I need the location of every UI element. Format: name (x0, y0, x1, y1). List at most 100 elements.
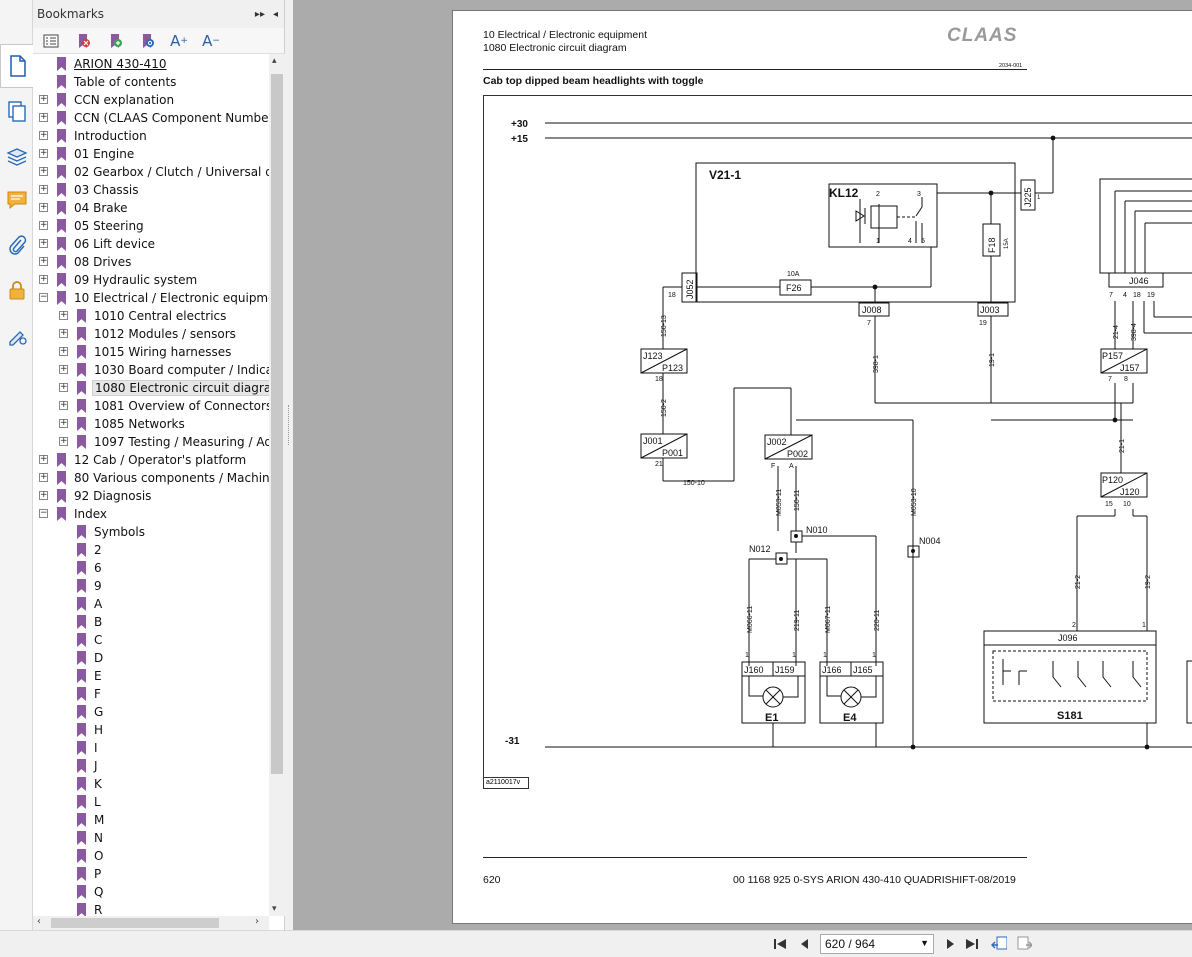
bookmark-item[interactable]: K (77, 775, 104, 793)
bookmark-item[interactable]: 1012 Modules / sensors (77, 325, 238, 343)
expand-icon[interactable]: + (39, 202, 48, 212)
bookmark-item[interactable]: 1080 Electronic circuit diagram (77, 379, 269, 397)
security-button[interactable] (4, 277, 30, 303)
first-page-button[interactable] (772, 936, 788, 952)
signature-button[interactable] (4, 322, 30, 348)
bookmark-item[interactable]: 10 Electrical / Electronic equipment (57, 289, 269, 307)
expand-icon[interactable]: + (59, 328, 68, 338)
expand-icon[interactable]: + (39, 184, 48, 194)
bookmark-item[interactable]: D (77, 649, 105, 667)
expand-icon[interactable]: + (39, 94, 48, 104)
next-view-button[interactable] (1016, 936, 1032, 952)
expand-icon[interactable]: + (39, 472, 48, 482)
expand-icon[interactable]: + (39, 454, 48, 464)
bookmark-item[interactable]: 12 Cab / Operator's platform (57, 451, 248, 469)
bookmark-item[interactable]: Q (77, 883, 105, 901)
bookmark-item[interactable]: 03 Chassis (57, 181, 141, 199)
expand-icon[interactable]: + (39, 112, 48, 122)
bookmark-item[interactable]: 06 Lift device (57, 235, 157, 253)
previous-page-button[interactable] (797, 936, 813, 952)
expand-icon[interactable]: + (59, 436, 68, 446)
bookmark-item[interactable]: 02 Gearbox / Clutch / Universal driv (57, 163, 269, 181)
expand-icon[interactable]: + (39, 274, 48, 284)
find-bookmark-icon[interactable] (137, 31, 157, 51)
bookmark-item[interactable]: B (77, 613, 104, 631)
expand-icon[interactable]: + (39, 256, 48, 266)
previous-view-button[interactable] (991, 936, 1007, 952)
bookmark-item[interactable]: 05 Steering (57, 217, 146, 235)
bookmark-item[interactable]: R (77, 901, 104, 916)
bookmark-item[interactable]: E (77, 667, 104, 685)
new-bookmark-icon[interactable] (105, 31, 125, 51)
collapse-icon[interactable]: − (39, 508, 48, 518)
expand-icon[interactable]: + (39, 238, 48, 248)
comments-button[interactable] (4, 187, 30, 213)
expand-icon[interactable]: + (59, 382, 68, 392)
bookmarks-vertical-scrollbar[interactable]: ▴ ▾ (269, 54, 285, 916)
panel-options-icon[interactable]: ▸▸ (254, 8, 265, 20)
bookmark-options-icon[interactable] (41, 31, 61, 51)
bookmark-item[interactable]: A (77, 595, 104, 613)
bookmark-item[interactable]: Index (57, 505, 109, 523)
font-smaller-icon[interactable]: A− (202, 31, 220, 50)
bookmark-item[interactable]: Table of contents (57, 73, 178, 91)
scroll-right-icon[interactable]: › (255, 916, 259, 927)
bookmark-item[interactable]: CCN explanation (57, 91, 176, 109)
bookmark-item[interactable]: O (77, 847, 105, 865)
expand-icon[interactable]: + (59, 364, 68, 374)
font-bigger-icon[interactable]: A+ (170, 31, 188, 50)
bookmark-item[interactable]: C (77, 631, 104, 649)
layers-button[interactable] (4, 143, 30, 169)
expand-icon[interactable]: + (59, 346, 68, 356)
bookmark-item[interactable]: 1081 Overview of Connectors (77, 397, 269, 415)
last-page-button[interactable] (964, 936, 980, 952)
bookmark-item[interactable]: H (77, 721, 105, 739)
expand-icon[interactable]: + (39, 130, 48, 140)
collapse-icon[interactable]: − (39, 292, 48, 302)
scroll-left-icon[interactable]: ‹ (37, 916, 41, 927)
bookmark-item[interactable]: CCN (CLAAS Component Number) (57, 109, 269, 127)
panel-splitter[interactable] (285, 0, 293, 930)
bookmark-item[interactable]: 1015 Wiring harnesses (77, 343, 233, 361)
bookmark-item[interactable]: Symbols (77, 523, 147, 541)
bookmark-item[interactable]: 1010 Central electrics (77, 307, 228, 325)
bookmark-item[interactable]: G (77, 703, 105, 721)
document-view[interactable]: 10 Electrical / Electronic equipment 108… (293, 0, 1192, 930)
page-number-input[interactable]: 620 / 964 ▼ (820, 934, 934, 954)
bookmark-item[interactable]: 04 Brake (57, 199, 130, 217)
expand-icon[interactable]: + (39, 220, 48, 230)
bookmark-item[interactable]: 1085 Networks (77, 415, 187, 433)
expand-icon[interactable]: + (39, 166, 48, 176)
bookmark-item[interactable]: F (77, 685, 103, 703)
horizontal-scroll-thumb[interactable] (51, 918, 219, 928)
bookmark-item[interactable]: P (77, 865, 103, 883)
bookmark-item[interactable]: 1097 Testing / Measuring / Adj (77, 433, 269, 451)
bookmark-item[interactable]: 1030 Board computer / Indicato (77, 361, 269, 379)
expand-icon[interactable]: + (59, 400, 68, 410)
bookmark-item[interactable]: M (77, 811, 106, 829)
bookmark-item[interactable]: 08 Drives (57, 253, 133, 271)
next-page-button[interactable] (942, 936, 958, 952)
delete-bookmark-icon[interactable] (73, 31, 93, 51)
bookmarks-horizontal-scrollbar[interactable]: ‹ › (33, 916, 269, 930)
bookmark-item[interactable]: N (77, 829, 105, 847)
bookmark-item[interactable]: 01 Engine (57, 145, 136, 163)
bookmark-item[interactable]: 09 Hydraulic system (57, 271, 199, 289)
bookmark-item[interactable]: I (77, 739, 100, 757)
bookmark-item[interactable]: L (77, 793, 103, 811)
bookmark-item[interactable]: 2 (77, 541, 104, 559)
bookmark-item[interactable]: 9 (77, 577, 104, 595)
pages-button[interactable] (4, 98, 30, 124)
page-dropdown-icon[interactable]: ▼ (920, 938, 929, 948)
bookmark-item[interactable]: J (77, 757, 100, 775)
bookmark-item[interactable]: 80 Various components / Machine (57, 469, 269, 487)
scroll-up-icon[interactable]: ▴ (272, 56, 277, 66)
bookmark-item[interactable]: 6 (77, 559, 104, 577)
collapse-panel-icon[interactable]: ◂ (272, 8, 278, 20)
bookmark-item[interactable]: Introduction (57, 127, 149, 145)
expand-icon[interactable]: + (39, 148, 48, 158)
scroll-down-icon[interactable]: ▾ (272, 904, 277, 914)
expand-icon[interactable]: + (59, 418, 68, 428)
bookmark-item[interactable]: 92 Diagnosis (57, 487, 153, 505)
bookmarks-panel-button[interactable] (0, 44, 33, 88)
